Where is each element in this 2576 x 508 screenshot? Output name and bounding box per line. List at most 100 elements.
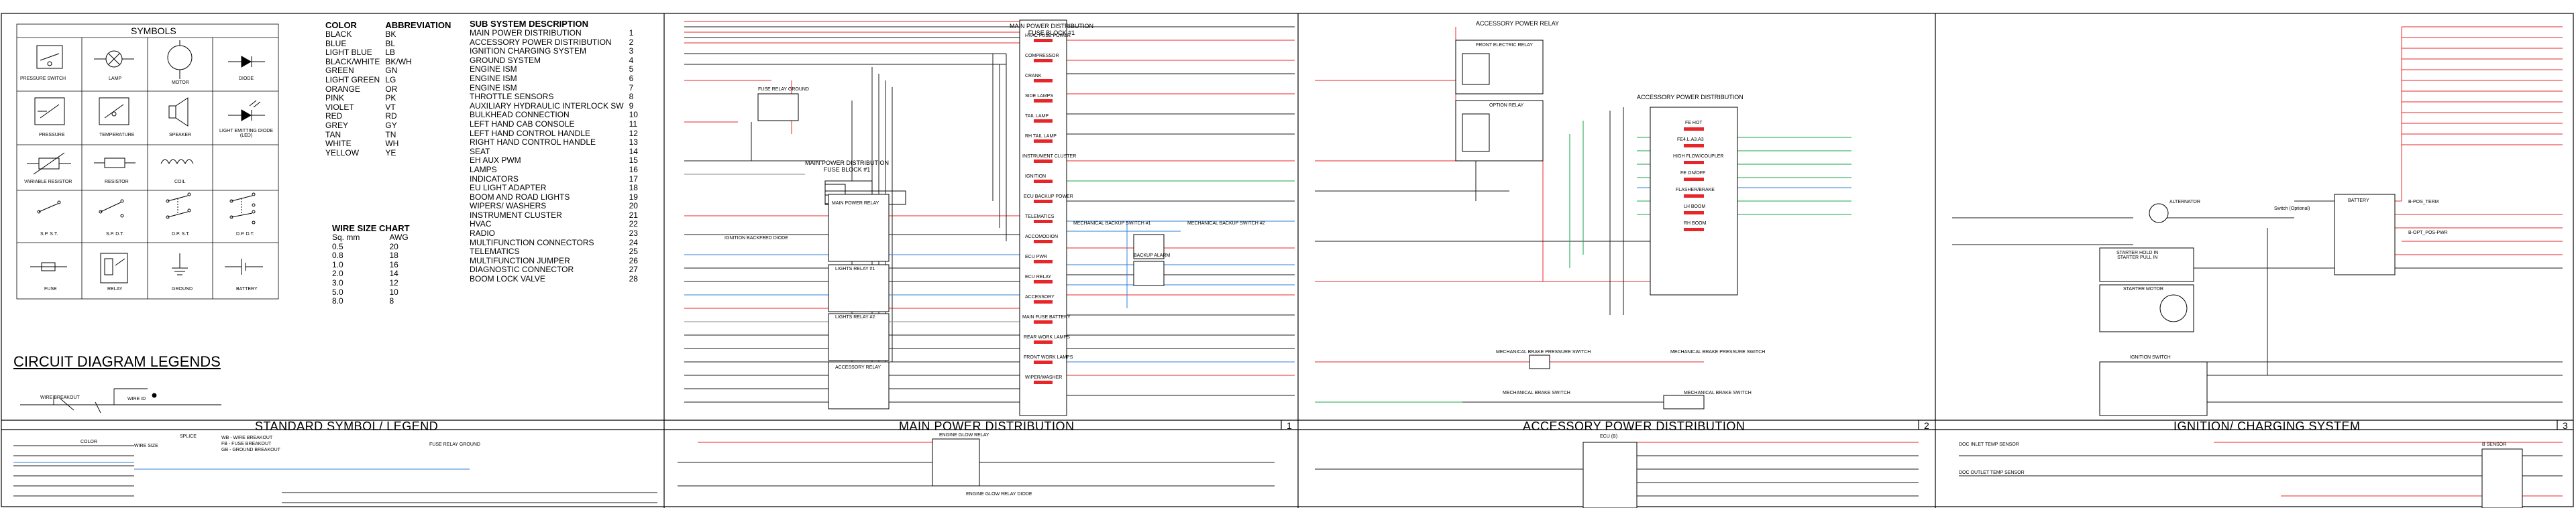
fuse-label: ECU RELAY bbox=[1025, 275, 1052, 279]
subsystem-name: THROTTLE SENSORS bbox=[470, 92, 554, 102]
bottom-row-wiring bbox=[13, 442, 2563, 503]
led-icon bbox=[228, 100, 265, 121]
wire-size-mm: 8.0 bbox=[332, 296, 343, 306]
subsystem-name: LEFT HAND CAB CONSOLE bbox=[470, 119, 575, 129]
subsystem-num: 4 bbox=[629, 55, 634, 65]
pressure-sensor-icon bbox=[34, 97, 65, 125]
brake-switch-label: MECHANICAL BRAKE SWITCH bbox=[1503, 391, 1570, 395]
subsystem-name: BOOM AND ROAD LIGHTS bbox=[470, 192, 570, 202]
wire-size-awg: 14 bbox=[389, 269, 398, 279]
color-name: BLUE bbox=[325, 38, 347, 48]
accessory-fuse-label: RH BOOM bbox=[1684, 221, 1707, 226]
ecu-label: ECU (B) bbox=[1600, 434, 1618, 439]
symbol-label-lamp: LAMP bbox=[109, 76, 122, 81]
speaker-icon bbox=[168, 97, 189, 127]
panel-title-legend: STANDARD SYMBOL/ LEGEND bbox=[255, 420, 439, 433]
panel-title-accessory-power: ACCESSORY POWER DISTRIBUTION bbox=[1523, 420, 1746, 433]
subsystem-name: EU LIGHT ADAPTER bbox=[470, 183, 547, 193]
subsystem-name: RIGHT HAND CONTROL HANDLE bbox=[470, 137, 596, 147]
color-abbr: GN bbox=[385, 66, 398, 76]
wire-legend-sketch bbox=[20, 388, 221, 414]
subsystem-name: LAMPS bbox=[470, 164, 497, 174]
color-abbr: YE bbox=[385, 147, 396, 157]
relay-label: ACCESSORY RELAY bbox=[835, 365, 881, 370]
wire-breakout-label: WIRE BREAKOUT bbox=[40, 395, 80, 400]
main-power-header: MAIN POWER DISTRIBUTION FUSE BLOCK #1 bbox=[1010, 23, 1094, 36]
color-abbr: LB bbox=[385, 48, 396, 58]
spst-switch-icon bbox=[37, 200, 61, 214]
symbol-label-dpst: D.P. S.T. bbox=[172, 232, 190, 237]
subsystem-name: MULTIFUNCTION JUMPER bbox=[470, 255, 570, 265]
wire-size-mm: 5.0 bbox=[332, 287, 343, 297]
subsystem-num: 21 bbox=[629, 210, 638, 220]
subsystem-name: EH AUX PWM bbox=[470, 155, 521, 166]
engine-glow-diode-label: ENGINE GLOW RELAY DIODE bbox=[966, 492, 1032, 497]
front-relay-label: FRONT ELECTRIC RELAY bbox=[1476, 43, 1533, 48]
motor-icon bbox=[167, 40, 193, 79]
color-name: WHITE bbox=[325, 139, 352, 149]
fuse-label: TAIL LAMP bbox=[1025, 114, 1049, 119]
subsystem-name: INSTRUMENT CLUSTER bbox=[470, 210, 562, 220]
subsystem-num: 17 bbox=[629, 174, 638, 184]
subsystem-name: ACCESSORY POWER DISTRIBUTION bbox=[470, 37, 612, 47]
subsystem-title: SUB SYSTEM DESCRIPTION bbox=[470, 19, 588, 29]
color-name: GREY bbox=[325, 120, 349, 130]
subsystem-num: 20 bbox=[629, 201, 638, 211]
spdt-switch-icon bbox=[99, 199, 124, 218]
subsystem-num: 15 bbox=[629, 155, 638, 166]
symbol-glyphs bbox=[27, 40, 265, 283]
pressure-switch-icon bbox=[36, 45, 63, 69]
subsystem-name: ENGINE ISM bbox=[470, 73, 517, 83]
symbol-label-speaker: SPEAKER bbox=[169, 133, 192, 137]
starter-motor-label: STARTER MOTOR bbox=[2123, 287, 2163, 292]
doc-outlet-label: DOC OUTLET TEMP SENSOR bbox=[1959, 470, 2025, 475]
color-abbr: LG bbox=[385, 74, 396, 84]
symbol-label-variable-resistor: VARIABLE RESISTOR bbox=[24, 180, 72, 184]
ground-icon bbox=[172, 253, 188, 275]
relay-icon bbox=[100, 253, 128, 283]
subsystem-name: LEFT HAND CONTROL HANDLE bbox=[470, 128, 591, 138]
abbr-header: ABBREVIATION bbox=[385, 20, 451, 30]
color-abbr: RD bbox=[385, 111, 397, 121]
panel-number: 3 bbox=[2563, 420, 2568, 431]
fuse-relay-ground-bottom-label: FUSE RELAY GROUND bbox=[429, 442, 480, 447]
fuse-icon bbox=[30, 262, 67, 271]
accessory-power-wiring bbox=[1315, 27, 1851, 403]
fuse-label: RH TAIL LAMP bbox=[1025, 134, 1057, 139]
wire-size-title: WIRE SIZE CHART bbox=[332, 223, 410, 233]
color-name: RED bbox=[325, 111, 343, 121]
panel-title-main-power: MAIN POWER DISTRIBUTION bbox=[899, 420, 1075, 433]
ignition-switch-label: IGNITION SWITCH bbox=[2130, 355, 2171, 360]
symbol-label-pressure: PRESSURE bbox=[39, 133, 65, 137]
subsystem-num: 23 bbox=[629, 229, 638, 239]
subsystem-num: 28 bbox=[629, 274, 638, 284]
symbol-label-motor: MOTOR bbox=[172, 80, 189, 85]
color-abbr: WH bbox=[385, 139, 399, 149]
color-label: COLOR bbox=[80, 440, 97, 444]
splice-label: SPLICE bbox=[180, 434, 197, 439]
subsystem-num: 11 bbox=[629, 119, 638, 129]
wire-size-col1: Sq. mm bbox=[332, 233, 360, 242]
relay-label: LIGHTS RELAY #1 bbox=[835, 267, 875, 271]
mech-switch-label: MECHANICAL BACKUP SWITCH #2 bbox=[1187, 221, 1265, 226]
main-power-block: MAIN POWER DISTRIBUTION FUSE BLOCK #1 bbox=[805, 160, 890, 173]
symbol-label-fuse: FUSE bbox=[44, 287, 57, 292]
accessory-fuse-label: FLASHER/BRAKE bbox=[1676, 188, 1715, 192]
color-name: BLACK/WHITE bbox=[325, 56, 380, 66]
symbol-label-spdt: S.P. D.T. bbox=[106, 232, 124, 237]
symbol-label-spst: S.P. S.T. bbox=[40, 232, 58, 237]
wire-size-mm: 0.5 bbox=[332, 241, 343, 251]
subsystem-num: 27 bbox=[629, 265, 638, 275]
variable-resistor-icon bbox=[27, 152, 71, 175]
legend-heading: CIRCUIT DIAGRAM LEGENDS bbox=[13, 353, 221, 370]
fuse-label: FRONT WORK LAMPS bbox=[1024, 355, 1073, 360]
color-name: VIOLET bbox=[325, 102, 354, 112]
color-abbr: TN bbox=[385, 129, 396, 139]
fuse-label: IGNITION bbox=[1025, 174, 1046, 179]
wire-size-mm: 0.8 bbox=[332, 251, 343, 261]
subsystem-num: 1 bbox=[629, 28, 634, 38]
starter-hold-label: STARTER HOLD IN STARTER PULL IN bbox=[2116, 251, 2159, 260]
brake-switch-label: MECHANICAL BRAKE PRESSURE SWITCH bbox=[1496, 350, 1591, 355]
